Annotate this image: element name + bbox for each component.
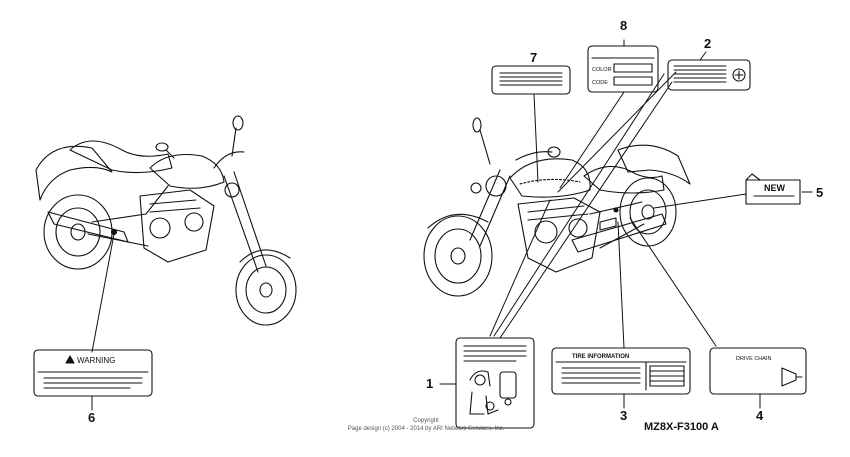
callout-7: 7 (530, 50, 537, 65)
code-label-text: CODE (592, 80, 608, 86)
warning-triangle-icon (65, 355, 75, 364)
tire-information-label-panel (551, 347, 691, 395)
callout-2: 2 (704, 36, 711, 51)
new-label-text: NEW (764, 183, 786, 193)
warning-label-text: WARNING (77, 356, 115, 365)
drive-chain-label-panel (709, 347, 807, 395)
copyright-line-2: Page design (c) 2004 - 2014 by ARI Netwo… (348, 426, 505, 432)
callout-5: 5 (816, 185, 823, 200)
label-panel-2 (667, 59, 751, 91)
color-label-text: COLOR (592, 67, 612, 73)
color-code-label-panel (587, 45, 659, 93)
callout-6: 6 (88, 410, 95, 425)
emblem-icon (732, 68, 746, 82)
callout-4: 4 (756, 408, 764, 423)
warning-label-panel (33, 349, 153, 397)
new-label-panel (745, 179, 801, 205)
callout-1: 1 (426, 376, 433, 391)
label-panel-7 (491, 65, 571, 95)
tire-information-label-text: TIRE INFORMATION (572, 354, 629, 360)
motorcycle-left-side-view (35, 115, 297, 326)
motorcycle-right-side-view (423, 117, 691, 297)
copyright-line-1: Copyright (413, 418, 439, 424)
leader-lines (91, 39, 813, 411)
drive-chain-label-text: DRIVE CHAIN (736, 356, 771, 362)
fuel-pump-illustration-icon (469, 370, 517, 415)
callout-3: 3 (620, 408, 627, 423)
label-panel-1 (455, 337, 535, 429)
callout-8: 8 (620, 18, 627, 33)
diagram-code: MZ8X-F3100 A (644, 421, 719, 433)
oil-can-icon (781, 367, 797, 387)
